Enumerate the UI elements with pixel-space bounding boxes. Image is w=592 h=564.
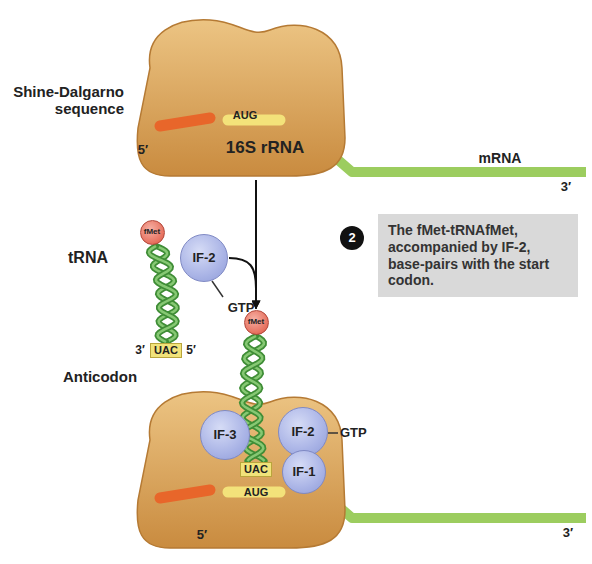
gtp-line	[328, 432, 338, 434]
node-text: UAC	[154, 344, 178, 357]
node-text: UAC	[244, 463, 268, 476]
end-label: 5′	[186, 344, 196, 358]
initiation-factor: IF-2	[180, 234, 228, 282]
node-text: 16S rRNA	[226, 138, 304, 158]
part-label: tRNA	[68, 249, 108, 267]
codon-label: AUG	[233, 109, 257, 122]
end-label: 3′	[135, 344, 145, 358]
anticodon-box: UAC	[240, 462, 272, 477]
gtp-label: GTP	[228, 301, 255, 316]
end-label: 5′	[138, 143, 148, 158]
node-text: IF-3	[213, 428, 236, 443]
initiation-factor: IF-1	[282, 450, 326, 494]
end-label: 3′	[561, 180, 571, 195]
anticodon-box: UAC	[150, 343, 182, 358]
step-note: The fMet-tRNAfMet, accompanied by IF-2, …	[378, 214, 578, 297]
node-text: fMet	[248, 317, 264, 326]
node-text: IF-2	[291, 425, 314, 440]
step-number: 2	[340, 226, 364, 250]
codon-label: AUG	[244, 486, 268, 499]
mrna-strand	[322, 146, 586, 172]
callout-number: 2	[348, 231, 355, 246]
node-text: IF-2	[192, 251, 215, 266]
part-label: Anticodon	[63, 368, 137, 385]
region-label: Shine-Dalgarno sequence	[4, 83, 124, 118]
initiation-factor: IF-3	[200, 410, 250, 460]
end-label: 3′	[563, 526, 573, 541]
mrna-strand	[322, 492, 586, 518]
fmet-residue: fMet	[140, 220, 165, 245]
end-label: 5′	[197, 528, 207, 543]
node-text: The fMet-tRNAfMet, accompanied by IF-2, …	[388, 222, 568, 289]
trna-strand	[149, 246, 177, 342]
node-text: IF-1	[292, 465, 315, 480]
gtp-label: GTP	[340, 426, 367, 441]
ribosome: 16S rRNA	[130, 8, 350, 178]
strand-label: mRNA	[479, 150, 522, 166]
gtp-line	[212, 281, 223, 297]
node-text: fMet	[144, 227, 160, 236]
trna-strand	[149, 246, 177, 342]
ribosome-shape	[137, 392, 345, 548]
